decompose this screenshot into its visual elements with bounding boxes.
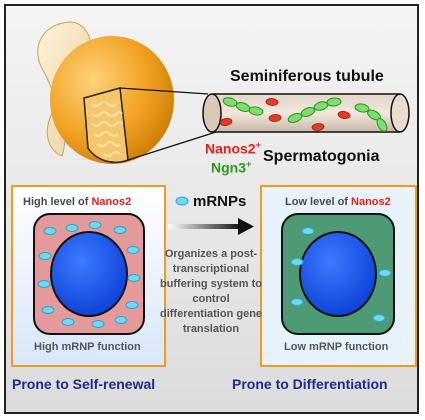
nanos2-cells	[219, 98, 351, 131]
tubule-left-end	[202, 93, 222, 133]
arrow-head	[238, 218, 254, 235]
mrnps-legend-label: mRNPs	[193, 193, 247, 210]
right-nucleus	[299, 231, 377, 317]
right-panel-title: Low level of Nanos2	[285, 196, 391, 208]
right-mrnp-granules	[290, 227, 392, 322]
tubule-right-end	[390, 93, 410, 133]
left-mrnp-granules	[37, 221, 141, 328]
nanos2-marker-label: Nanos2+	[205, 140, 261, 157]
right-outcome: Prone to Differentiation	[232, 376, 388, 392]
tubule-label: Seminiferous tubule	[230, 68, 384, 85]
mechanism-description: Organizes a post-transcriptional bufferi…	[159, 248, 263, 335]
ngn3-cells	[222, 97, 388, 132]
ngn3-marker-label: Ngn3+	[211, 159, 252, 176]
left-panel-title: High level of Nanos2	[23, 196, 132, 208]
tubule-pattern	[91, 101, 123, 157]
left-outcome: Prone to Self-renewal	[12, 376, 156, 392]
left-panel-function: High mRNP function	[34, 341, 141, 353]
spermatogonia-label: Spermatogonia	[263, 148, 380, 165]
mrnp-legend-icon	[175, 196, 189, 206]
left-nucleus	[50, 231, 128, 317]
testis-cut-section	[83, 87, 129, 164]
right-panel-function: Low mRNP function	[284, 341, 389, 353]
arrow-shaft	[168, 224, 240, 229]
